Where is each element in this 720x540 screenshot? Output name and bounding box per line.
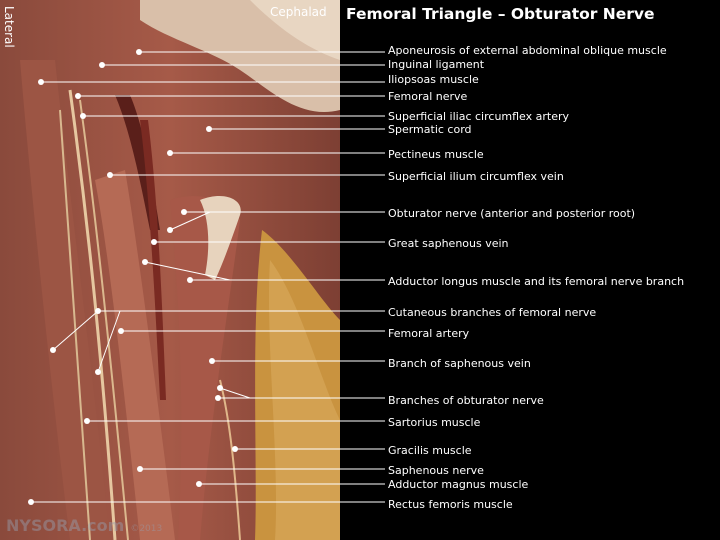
label-aponeurosis: Aponeurosis of external abdominal obliqu… [388,44,667,57]
label-rectus-femoris: Rectus femoris muscle [388,498,513,511]
label-spermatic-cord: Spermatic cord [388,123,472,136]
leader-sup-ilium-circumflex-vein [107,172,385,178]
label-pectineus: Pectineus muscle [388,148,484,161]
leader-sartorius [84,418,385,424]
label-obturator-nerve: Obturator nerve (anterior and posterior … [388,207,636,220]
label-sartorius: Sartorius muscle [388,416,481,429]
leader-adductor-magnus [196,481,385,487]
leader-pectineus [167,150,385,156]
label-sup-iliac-circumflex-artery: Superficial iliac circumflex artery [388,110,570,123]
dissection-photo [0,0,340,540]
label-adductor-longus: Adductor longus muscle and its femoral n… [388,275,685,288]
leader-iliopsoas [38,79,385,85]
label-branch-saphenous-vein: Branch of saphenous vein [388,357,531,370]
label-inguinal-ligament: Inguinal ligament [388,58,485,71]
label-femoral-artery: Femoral artery [388,327,470,340]
leader-gracilis [232,446,385,452]
leader-aponeurosis [136,49,385,55]
label-branches-obturator-nerve: Branches of obturator nerve [388,394,544,407]
watermark-brand: NYSORA.com [6,516,125,535]
label-cutaneous-branches: Cutaneous branches of femoral nerve [388,306,597,319]
label-sup-ilium-circumflex-vein: Superficial ilium circumflex vein [388,170,564,183]
orientation-cephalad: Cephalad [270,5,327,19]
leader-spermatic-cord [206,126,385,132]
leader-cutaneous-branches [50,308,385,375]
leader-inguinal-ligament [99,62,385,68]
leader-femoral-nerve [75,93,385,99]
label-adductor-magnus: Adductor magnus muscle [388,478,529,491]
leader-adductor-longus [142,259,385,283]
leader-obturator-nerve [167,209,385,233]
leader-rectus-femoris [28,499,385,505]
label-saphenous-nerve: Saphenous nerve [388,464,484,477]
leader-great-saphenous-vein [151,239,385,245]
label-great-saphenous-vein: Great saphenous vein [388,237,509,250]
leader-branches-obturator-nerve [215,385,385,401]
label-iliopsoas: Iliopsoas muscle [388,73,479,86]
leader-branch-saphenous-vein [209,358,385,364]
label-gracilis: Gracilis muscle [388,444,472,457]
watermark-year: ©2013 [130,524,163,534]
leader-saphenous-nerve [137,466,385,472]
nysora-watermark: NYSORA.com ©2013 [6,516,162,535]
leader-femoral-artery [118,328,385,334]
leader-sup-iliac-circumflex-artery [80,113,385,119]
label-femoral-nerve: Femoral nerve [388,90,468,103]
orientation-lateral: Lateral [2,6,16,48]
figure-title: Femoral Triangle – Obturator Nerve [346,5,655,23]
